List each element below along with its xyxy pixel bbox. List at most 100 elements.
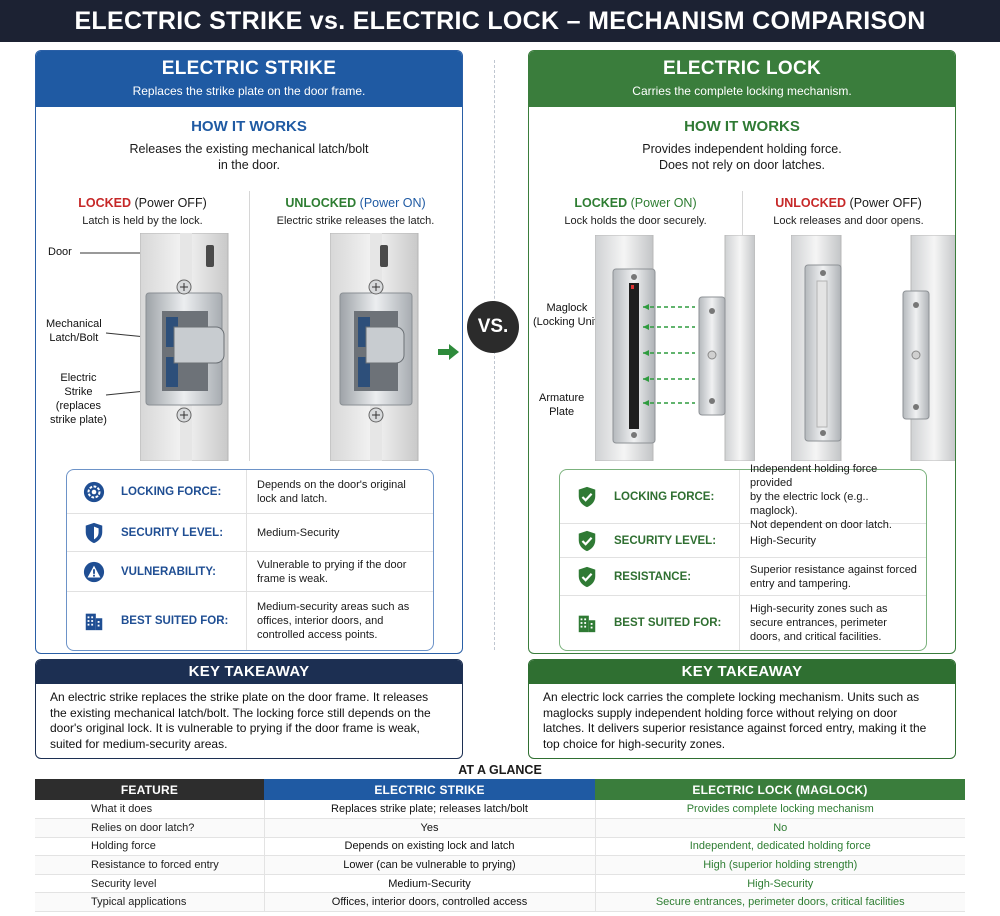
strike-key-takeaway: KEY TAKEAWAY An electric strike replaces… [35, 659, 463, 759]
building-icon [85, 613, 103, 631]
table-cell: Yes [263, 818, 596, 838]
maglock-callout: Maglock (Locking Unit) [533, 302, 601, 328]
shield-icon [85, 522, 103, 543]
lock-how-it-works: HOW IT WORKS Provides independent holdin… [529, 118, 955, 173]
table-cell: High (superior holding strength) [595, 855, 965, 875]
strike-fact-locking-force: LOCKING FORCE: Depends on the door's ori… [67, 470, 433, 514]
table-cell: Lower (can be vulnerable to prying) [263, 855, 596, 875]
shield-check-icon [578, 566, 596, 587]
glance-title: AT A GLANCE [458, 763, 542, 777]
gear-icon [83, 481, 105, 502]
lock-locked-power: (Power ON) [630, 196, 697, 210]
strike-facts-box: LOCKING FORCE: Depends on the door's ori… [66, 469, 434, 651]
table-cell: Relies on door latch? [35, 818, 264, 838]
callout-leaders [80, 252, 147, 396]
strike-callout: Electric Strike (replaces strike plate) [50, 372, 107, 426]
column-header: ELECTRIC STRIKE [264, 779, 595, 800]
electric-lock-panel: ELECTRIC LOCK Carries the complete locki… [528, 50, 956, 654]
table-cell: Secure entrances, perimeter doors, criti… [595, 892, 965, 913]
column-header: ELECTRIC LOCK (MAGLOCK) [595, 779, 965, 800]
fact-value: Depends on the door's original lock and … [246, 470, 433, 513]
fact-value: Medium-security areas such as offices, i… [246, 592, 433, 650]
lock-facts-box: LOCKING FORCE: Independent holding force… [559, 463, 927, 651]
strike-locked-power: (Power OFF) [134, 196, 207, 210]
electric-strike-panel: ELECTRIC STRIKE Replaces the strike plat… [35, 50, 463, 654]
table-row: Holding force Depends on existing lock a… [35, 837, 965, 857]
lock-unlocked-power: (Power OFF) [849, 196, 922, 210]
fact-label: SECURITY LEVEL: [614, 534, 717, 547]
table-cell: Medium-Security [263, 874, 596, 894]
latch-callout: Mechanical Latch/Bolt [46, 318, 102, 344]
lock-fact-security-level: SECURITY LEVEL: High-Security [560, 524, 926, 558]
strike-states: LOCKED (Power OFF) Latch is held by the … [36, 196, 462, 227]
strike-unlocked-caption: Electric strike releases the latch. [276, 215, 435, 227]
release-arrow-icon [438, 344, 459, 360]
fact-label: SECURITY LEVEL: [121, 526, 224, 539]
lock-panel-header: ELECTRIC LOCK Carries the complete locki… [529, 51, 955, 107]
strike-how-title: HOW IT WORKS [191, 118, 307, 135]
table-cell: Offices, interior doors, controlled acce… [263, 892, 596, 913]
door-callout: Door [48, 246, 72, 258]
lock-subheading: Carries the complete locking mechanism. [632, 84, 852, 98]
strike-heading: ELECTRIC STRIKE [161, 58, 337, 79]
page-title: ELECTRIC STRIKE vs. ELECTRIC LOCK – MECH… [0, 0, 1000, 42]
strike-fact-vulnerability: VULNERABILITY: Vulnerable to prying if t… [67, 552, 433, 592]
table-cell: Resistance to forced entry [35, 855, 264, 875]
lock-heading: ELECTRIC LOCK [662, 58, 821, 79]
table-cell: No [595, 818, 965, 838]
fact-value: Independent holding force provided by th… [739, 463, 926, 531]
strike-unlocked-state: UNLOCKED (Power ON) Electric strike rele… [249, 196, 462, 227]
table-row: What it does Replaces strike plate; rele… [35, 800, 965, 820]
table-cell: Typical applications [35, 892, 264, 913]
building-icon [578, 615, 596, 633]
table-row: Relies on door latch? Yes No [35, 818, 965, 838]
strike-fact-security-level: SECURITY LEVEL: Medium-Security [67, 514, 433, 552]
lock-locked-caption: Lock holds the door securely. [564, 215, 707, 227]
strike-panel-header: ELECTRIC STRIKE Replaces the strike plat… [36, 51, 462, 107]
fact-value: Vulnerable to prying if the door frame i… [246, 552, 433, 591]
lock-locked-illustration [595, 235, 755, 461]
strike-state-divider [249, 191, 250, 461]
table-cell: Holding force [35, 837, 264, 857]
lock-unlocked-word: UNLOCKED [775, 196, 847, 210]
fact-value: Medium-Security [246, 514, 433, 551]
shield-check-icon [578, 530, 596, 551]
lock-how-title: HOW IT WORKS [684, 118, 800, 135]
fact-value: High-Security [739, 524, 926, 557]
table-cell: Depends on existing lock and latch [263, 837, 596, 857]
strike-fact-best-suited: BEST SUITED FOR: Medium-security areas s… [67, 592, 433, 650]
strike-locked-illustration [140, 233, 229, 461]
fact-label: RESISTANCE: [614, 570, 692, 583]
warning-icon [83, 561, 105, 582]
table-row: Resistance to forced entry Lower (can be… [35, 855, 965, 875]
strike-how-it-works: HOW IT WORKS Releases the existing mecha… [36, 118, 462, 173]
strike-unlocked-power: (Power ON) [359, 196, 426, 210]
lock-unlocked-caption: Lock releases and door opens. [773, 215, 924, 227]
armature-callout: Armature Plate [539, 392, 585, 418]
fact-value: Superior resistance against forced entry… [739, 558, 926, 595]
lock-takeaway-text: An electric lock carries the complete lo… [543, 690, 927, 751]
comparison-table: FEATURE ELECTRIC STRIKE ELECTRIC LOCK (M… [35, 779, 965, 913]
lock-fact-resistance: RESISTANCE: Superior resistance against … [560, 558, 926, 596]
table-cell: High-Security [595, 874, 965, 894]
lock-unlocked-state: UNLOCKED (Power OFF) Lock releases and d… [742, 196, 955, 227]
strike-how-text: Releases the existing mechanical latch/b… [129, 142, 369, 172]
vs-badge: VS. [467, 301, 519, 353]
lock-takeaway-title: KEY TAKEAWAY [529, 660, 955, 684]
table-row: Security level Medium-Security High-Secu… [35, 874, 965, 894]
fact-value: High-security zones such as secure entra… [739, 596, 926, 650]
strike-locked-state: LOCKED (Power OFF) Latch is held by the … [36, 196, 249, 227]
table-header-row: FEATURE ELECTRIC STRIKE ELECTRIC LOCK (M… [35, 779, 965, 800]
strike-unlocked-illustration [330, 233, 419, 461]
column-header: FEATURE [35, 779, 264, 800]
strike-takeaway-title: KEY TAKEAWAY [36, 660, 462, 684]
fact-label: LOCKING FORCE: [121, 485, 222, 498]
lock-fact-locking-force: LOCKING FORCE: Independent holding force… [560, 463, 926, 531]
lock-unlocked-illustration [791, 235, 955, 461]
strike-takeaway-text: An electric strike replaces the strike p… [50, 690, 431, 751]
strike-locked-word: LOCKED [78, 196, 132, 210]
fact-label: VULNERABILITY: [121, 565, 216, 578]
table-cell: Security level [35, 874, 264, 894]
lock-locked-word: LOCKED [574, 196, 628, 210]
strike-unlocked-word: UNLOCKED [285, 196, 357, 210]
